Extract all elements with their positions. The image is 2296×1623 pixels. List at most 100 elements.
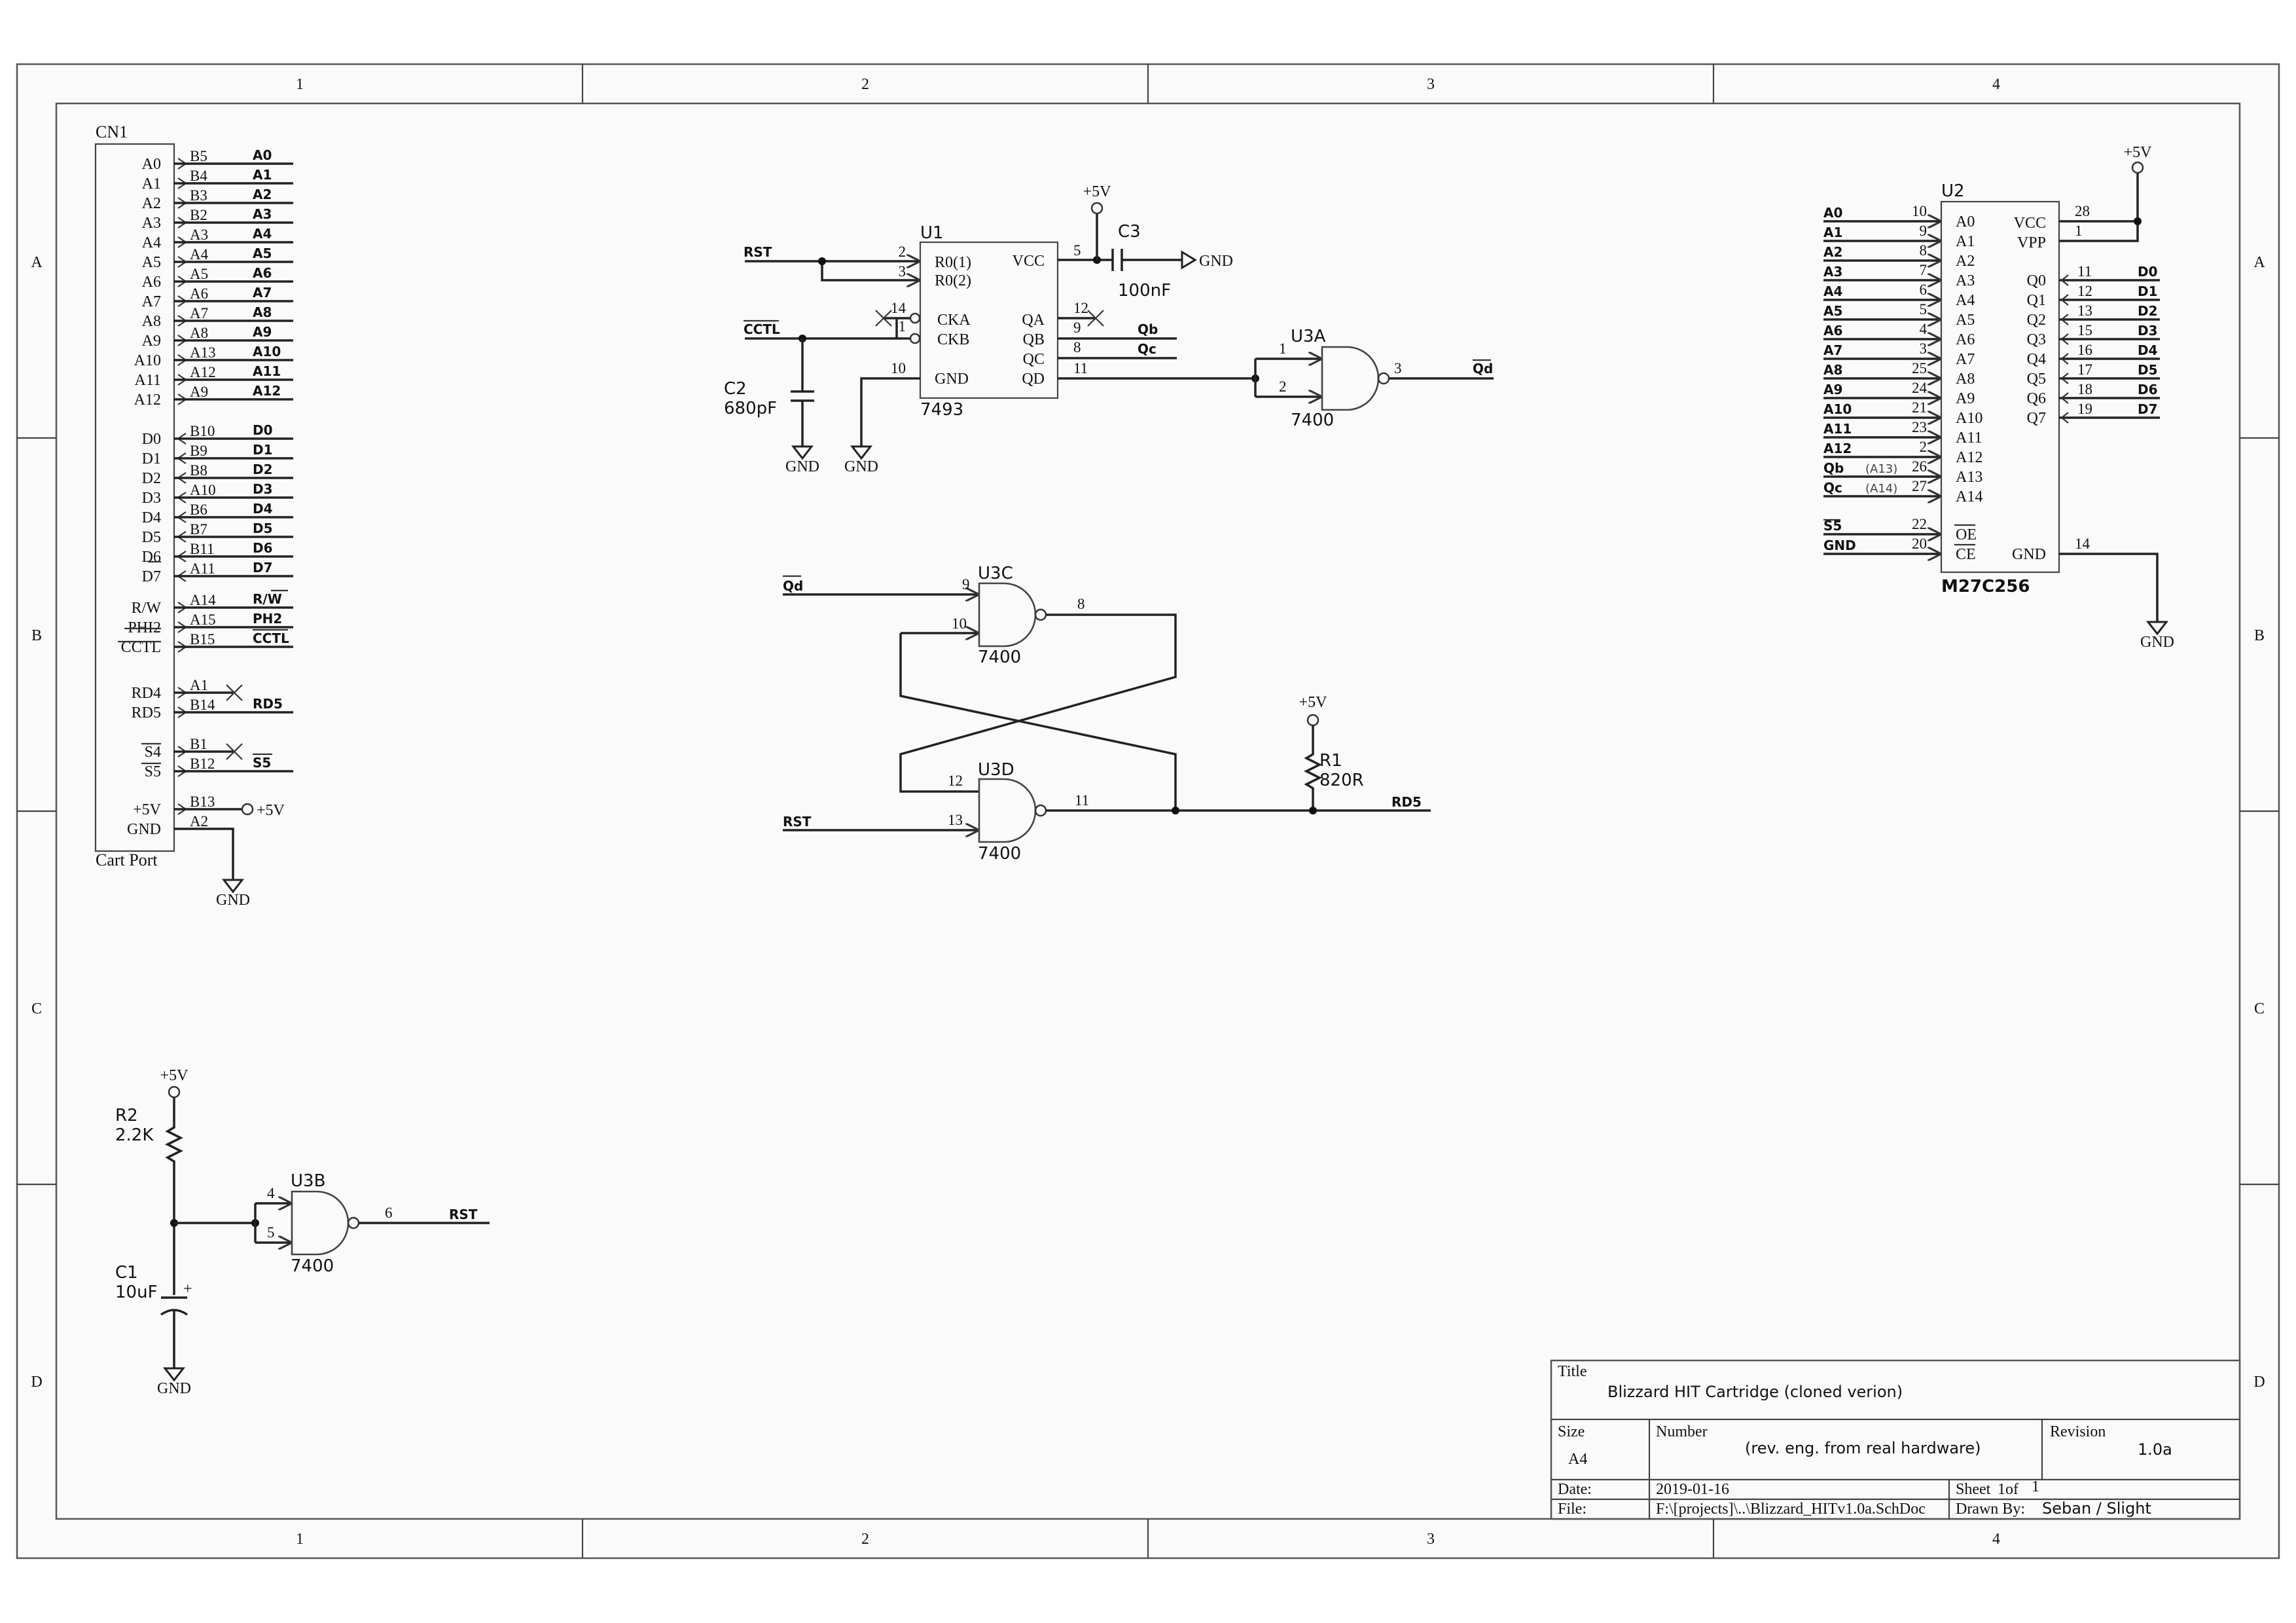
u3a-pin-b: 2 [1279,378,1287,395]
u2-input-net: A4 [1823,283,1842,299]
date-value: 2019-01-16 [1656,1481,1729,1498]
u1-pin-cka-name: CKA [937,312,971,329]
cn1-pin-name: A11 [135,372,161,389]
u2-input-num: 24 [1912,380,1928,396]
cn1-pin-name: D5 [142,529,161,546]
u2-vcc-num: 28 [2075,203,2090,219]
u1-net-cctl: CCTL [744,321,780,337]
drawn-value: Seban / Slight [2042,1499,2151,1518]
u1-pin-cka-num: 14 [891,300,906,316]
u2-input-net: Qb [1823,460,1844,476]
u1-part: 7493 [920,400,963,420]
u1-pin-qc-num: 8 [1073,339,1081,356]
cn1-pin-name: A9 [142,333,161,350]
u2-ctrl-num: 20 [1912,536,1927,552]
r1-body [1304,725,1322,811]
date-label: Date: [1558,1481,1592,1498]
frame-row-c-right: C [2254,1000,2265,1017]
u2-input-num: 10 [1912,203,1927,219]
cn1-net-label: D7 [253,560,273,575]
cn1-ref: CN1 [96,122,128,141]
c2-ref: C2 [724,379,747,399]
u1-counter: U1 7493 R0(1) R0(2) CKA CKB GND VCC QA Q… [724,183,1255,475]
frame-col-4: 4 [1992,76,2000,93]
cn1-pin-name: GND [127,821,161,838]
cn1-net-label: A2 [253,187,272,202]
cn1-pin-number: A1 [190,677,208,693]
cn1-net-label: R/W [253,591,282,607]
u2-gnd-name: GND [2012,546,2046,563]
cn1-pin-name: D7 [142,568,161,585]
u3c-part: 7400 [978,647,1021,667]
cn1-pin-name: A8 [142,313,161,330]
u2-input-note: (A13) [1865,462,1897,476]
cn1-pin-number: B3 [190,187,207,204]
u2-output-name: Q4 [2027,351,2046,368]
u2-input-num: 7 [1920,262,1928,278]
u1-net-qc: Qc [1138,341,1157,357]
reset-gnd-label: GND [157,1380,191,1397]
u2-output-name: Q2 [2027,312,2046,329]
u2-input-net: A2 [1823,244,1842,260]
cn1-net-label: A12 [253,383,281,399]
u2-ctrl-net: GND [1823,538,1856,553]
u3c-nand-gate: Qd 9 10 8 U3C 7400 [783,564,1177,793]
cn1-pin-name: RD4 [132,685,161,702]
u2-input-net: A6 [1823,323,1842,338]
frame-col-2: 2 [861,76,869,93]
u3c-ref: U3C [978,564,1013,583]
u2-input-name: A12 [1956,449,1982,466]
cn1-caption: Cart Port [96,850,158,869]
u1-net-rst: RST [744,244,772,260]
cn1-net-label: S5 [253,755,271,771]
cn1-pin-number: B8 [190,462,207,479]
u2-input-note: (A14) [1865,482,1897,496]
u2-output-net: D3 [2138,323,2158,338]
u2-output-arrow [2060,373,2069,384]
u2-input-num: 3 [1920,340,1928,357]
u3d-part: 7400 [978,844,1021,864]
u2-output-name: Q5 [2027,371,2046,388]
u3b-ref: U3B [291,1171,325,1191]
u2-vcc-label: +5V [2124,144,2153,161]
cn1-net-label: A3 [253,206,272,222]
cn1-pin-number: B6 [190,501,207,518]
u2-input-num: 6 [1920,282,1928,298]
frame-row-c: C [31,1000,42,1017]
number-value: (rev. eng. from real hardware) [1745,1439,1981,1457]
u2-input-net: Qc [1823,480,1842,496]
c1-value: 10uF [115,1283,158,1302]
cn1-net-label: A1 [253,167,272,183]
u2-input-net: A1 [1823,225,1842,240]
reset-gnd-symbol [162,1367,186,1382]
cn1-pin-number: A2 [190,813,208,830]
cn1-pin-number: B12 [190,756,215,772]
u2-output-net: D6 [2138,382,2158,397]
title-block: Title Blizzard HIT Cartridge (cloned ver… [1550,1359,2241,1520]
u2-output-name: Q6 [2027,390,2046,407]
cn1-net-label: A6 [253,265,272,281]
sheet-label: Sheet [1956,1481,1991,1498]
frame-col-1-bottom: 1 [296,1531,304,1548]
cn1-pin-number: B11 [190,541,215,557]
u2-input-name: A13 [1956,469,1982,486]
cn1-pin-number: B7 [190,521,207,538]
revision-label: Revision [2050,1423,2106,1440]
cn1-gnd-label: GND [216,892,250,909]
u3d-nand-gate: 12 RST 13 11 U3D 7400 [783,633,1431,864]
cn1-pin-name: D1 [142,450,161,467]
reset-circuit: +5V R2 2.2K 4 5 6 RST U3B 7400 + C1 10uF… [115,1067,490,1397]
cn1-net-label: A10 [253,344,281,359]
cn1-pin-name: S5 [145,763,161,780]
u2-input-net: A8 [1823,362,1842,378]
cn1-pin-name: +5V [133,801,162,818]
u2-output-name: Q1 [2027,292,2046,309]
u1-pin-r02-num: 3 [899,263,906,280]
u2-gnd-num: 14 [2075,536,2090,552]
u1-pin-qa-num: 12 [1073,300,1088,316]
cn1-pin-name: D3 [142,490,161,507]
file-label: File: [1558,1501,1587,1518]
c1-plus: + [183,1281,192,1298]
cn1-net-label: D5 [253,520,273,536]
